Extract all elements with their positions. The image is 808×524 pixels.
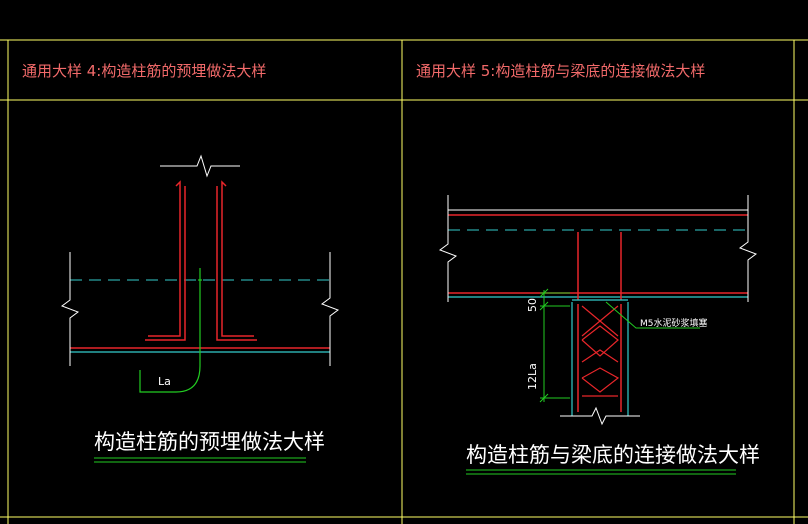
right-caption: 构造柱筋与梁底的连接做法大样: [466, 443, 760, 467]
construction-column: [560, 232, 640, 426]
dim-side-label: 12La: [526, 363, 539, 390]
left-caption: 构造柱筋的预埋做法大样: [94, 430, 325, 454]
drawing-frame: [0, 39, 808, 524]
right-detail: 50 12La M5水泥砂浆填塞 构造柱筋与梁底的连接做法大样: [438, 195, 760, 475]
left-detail: La 构造柱筋的预埋做法大样: [60, 154, 340, 463]
column-rebars: [145, 180, 257, 341]
dim-top-label: 50: [526, 298, 539, 312]
left-panel-header: 通用大样 4:构造柱筋的预埋做法大样: [22, 62, 266, 80]
anchorage-rebar: [139, 268, 202, 393]
anchorage-length-label: La: [158, 375, 171, 388]
dimension-lines: [539, 288, 700, 403]
mortar-fill-label: M5水泥砂浆填塞: [640, 317, 708, 329]
column-break-symbol: [160, 154, 240, 178]
beam-lines: [438, 195, 758, 302]
right-panel-header: 通用大样 5:构造柱筋与梁底的连接做法大样: [416, 62, 705, 80]
